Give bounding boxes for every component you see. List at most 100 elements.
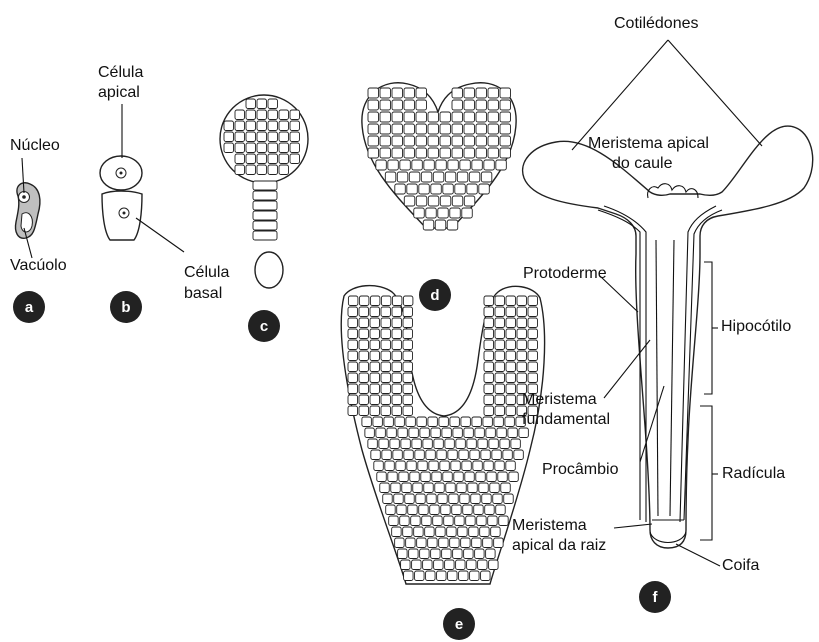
cell xyxy=(395,184,406,194)
cell xyxy=(450,208,461,218)
cell xyxy=(495,351,505,361)
cell xyxy=(488,516,498,526)
cell xyxy=(359,351,369,361)
cell xyxy=(423,439,433,449)
cell xyxy=(392,307,402,317)
svg-text:b: b xyxy=(121,299,130,316)
cell xyxy=(528,340,538,350)
cell xyxy=(511,439,521,449)
cell xyxy=(469,172,480,182)
cell xyxy=(409,549,419,559)
cell xyxy=(403,318,413,328)
cell xyxy=(462,208,473,218)
suspensor-cell xyxy=(253,211,277,220)
cell xyxy=(500,136,511,146)
cell xyxy=(476,124,487,134)
cell xyxy=(429,461,439,471)
cell xyxy=(476,148,487,158)
cell xyxy=(495,307,505,317)
cell xyxy=(466,516,476,526)
cell xyxy=(371,450,381,460)
cell xyxy=(506,461,516,471)
cell xyxy=(392,124,403,134)
cell xyxy=(403,296,413,306)
cell xyxy=(381,384,391,394)
cell xyxy=(368,439,378,449)
label-meristema-fundamental-2: fundamental xyxy=(522,411,610,428)
cell xyxy=(384,417,394,427)
label-celula-apical-2: apical xyxy=(98,84,140,101)
cell xyxy=(279,165,289,175)
label-vacuolo: Vacúolo xyxy=(10,257,67,274)
label-celula-apical-1: Célula xyxy=(98,64,143,81)
cell xyxy=(452,100,463,110)
cell xyxy=(476,136,487,146)
cell xyxy=(495,329,505,339)
cell xyxy=(290,132,300,142)
cell xyxy=(359,362,369,372)
cell xyxy=(503,450,512,460)
cell xyxy=(528,351,538,361)
cell xyxy=(492,450,502,460)
cell xyxy=(392,329,402,339)
cell xyxy=(397,172,408,182)
cell xyxy=(428,538,438,548)
cell xyxy=(487,472,497,482)
cell xyxy=(415,571,425,581)
cell xyxy=(424,160,435,170)
cell xyxy=(496,160,507,170)
cell xyxy=(435,483,445,493)
cell xyxy=(348,340,358,350)
cell xyxy=(486,428,496,438)
cell xyxy=(480,527,490,537)
cell xyxy=(403,329,413,339)
cell xyxy=(409,172,420,182)
cell xyxy=(404,136,415,146)
cell xyxy=(257,143,267,153)
cell xyxy=(381,351,391,361)
cell xyxy=(368,124,379,134)
cell xyxy=(495,362,505,372)
cell xyxy=(370,329,380,339)
cell xyxy=(434,560,444,570)
cell xyxy=(497,428,507,438)
cell xyxy=(392,296,402,306)
cell xyxy=(488,148,499,158)
cell xyxy=(419,184,430,194)
cell xyxy=(403,373,413,383)
cell xyxy=(416,148,427,158)
cell xyxy=(467,560,477,570)
cell xyxy=(436,527,446,537)
cell xyxy=(442,549,452,559)
cell xyxy=(398,428,408,438)
cell xyxy=(403,307,413,317)
cell xyxy=(463,505,473,515)
cell xyxy=(408,505,418,515)
cell xyxy=(491,527,501,537)
cell xyxy=(376,160,387,170)
cell xyxy=(450,538,460,548)
cell xyxy=(427,494,437,504)
cell xyxy=(506,340,516,350)
cell xyxy=(460,494,470,504)
cell xyxy=(458,527,468,537)
cell xyxy=(461,417,471,427)
svg-text:d: d xyxy=(430,287,439,304)
cell xyxy=(467,439,477,449)
cell xyxy=(457,483,467,493)
cell xyxy=(428,136,439,146)
cell xyxy=(381,329,391,339)
cell xyxy=(392,384,402,394)
cell xyxy=(473,461,483,471)
cell xyxy=(392,318,402,328)
label-nucleo: Núcleo xyxy=(10,137,60,154)
cell xyxy=(382,450,392,460)
cell xyxy=(504,494,513,504)
cell xyxy=(404,100,415,110)
cell xyxy=(500,88,511,98)
cell xyxy=(392,148,403,158)
cell xyxy=(474,505,484,515)
cell xyxy=(425,527,435,537)
svg-text:e: e xyxy=(455,616,463,633)
cell xyxy=(359,340,369,350)
